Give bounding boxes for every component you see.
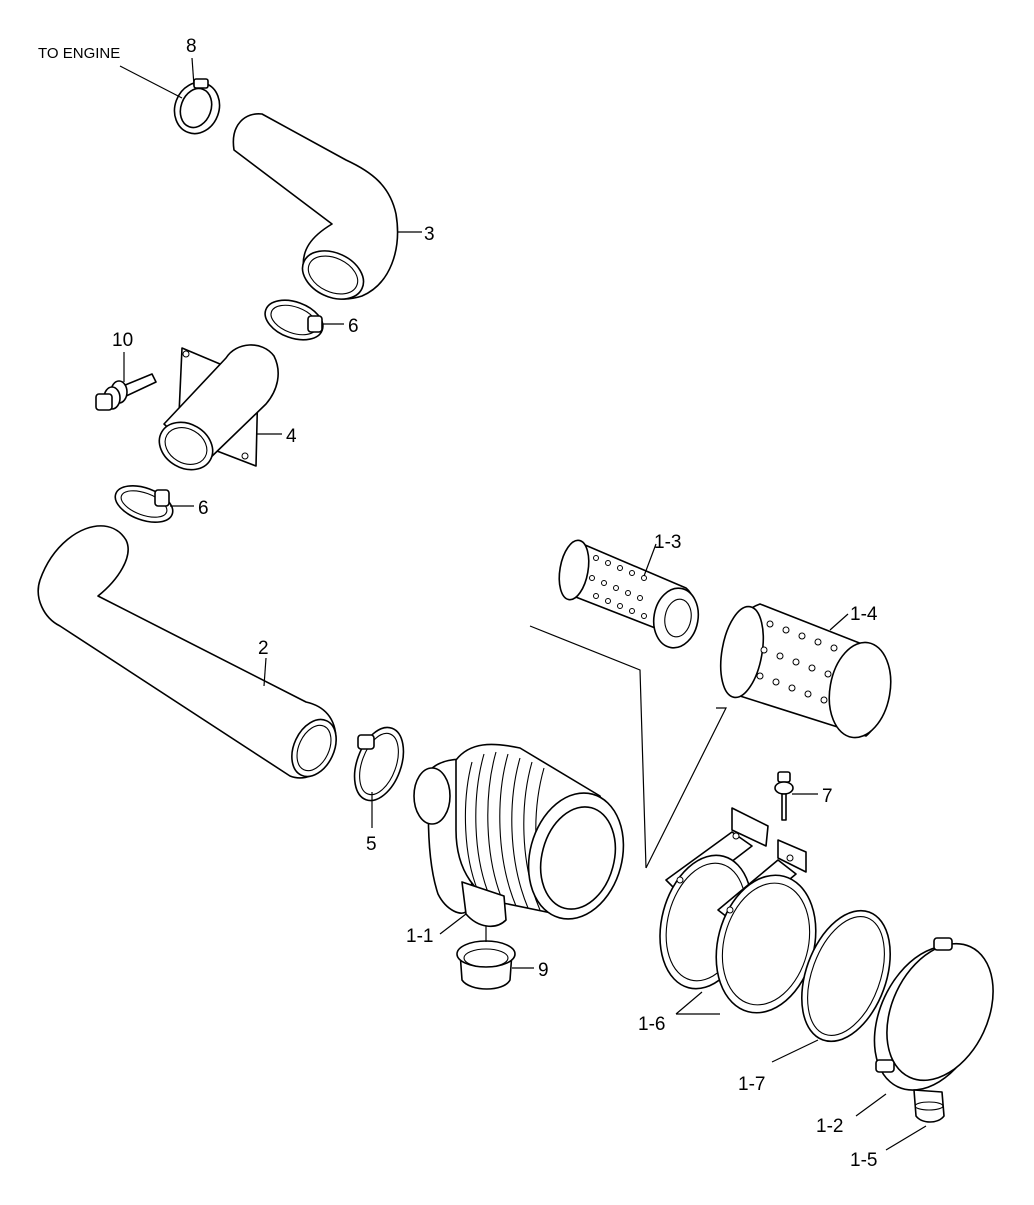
callout-3: 3 [424,224,435,245]
callout-1-3: 1-3 [654,532,681,553]
hose-clamp-8 [173,78,221,135]
hose-clamp-5 [353,726,405,802]
gasket-ring-1-7 [800,909,892,1043]
perforation-holes [756,620,838,704]
callout-1-6: 1-6 [638,1014,665,1035]
callout-7: 7 [822,786,833,807]
callout-1-5: 1-5 [850,1150,877,1171]
callout-9: 9 [538,960,549,981]
callout-1-2: 1-2 [816,1116,843,1137]
callout-6-upper: 6 [348,316,359,337]
callout-4: 4 [286,426,297,447]
hose-elbow-3 [232,113,399,300]
callout-8: 8 [186,36,197,57]
dust-cap-9 [456,940,516,990]
assembly-guide-line [645,707,727,869]
note-to-engine: TO ENGINE [38,45,120,62]
callout-2: 2 [258,638,269,659]
callout-1-1: 1-1 [406,926,433,947]
leader-lines [119,57,927,1151]
callout-1-7: 1-7 [738,1074,765,1095]
bolt-7 [774,771,794,821]
cover-1-2 [873,937,994,1091]
outer-element-1-4 [719,603,892,739]
assembly-guide-line [529,625,647,869]
bolt-10 [95,373,157,411]
air-cleaner-body-1-1 [413,743,625,927]
inner-element-1-3 [558,539,700,649]
hose-clamp-6-lower [114,484,174,524]
callout-1-4: 1-4 [850,604,878,625]
callout-10: 10 [112,330,133,351]
callout-5: 5 [366,834,377,855]
hose-elbow-2 [37,525,337,779]
flange-tube-4 [158,344,279,471]
hose-clamp-6-upper [264,299,324,341]
callout-6-lower: 6 [198,498,209,519]
evacuator-valve-1-5 [913,1089,945,1123]
mounting-band-1-6 [659,807,817,1014]
